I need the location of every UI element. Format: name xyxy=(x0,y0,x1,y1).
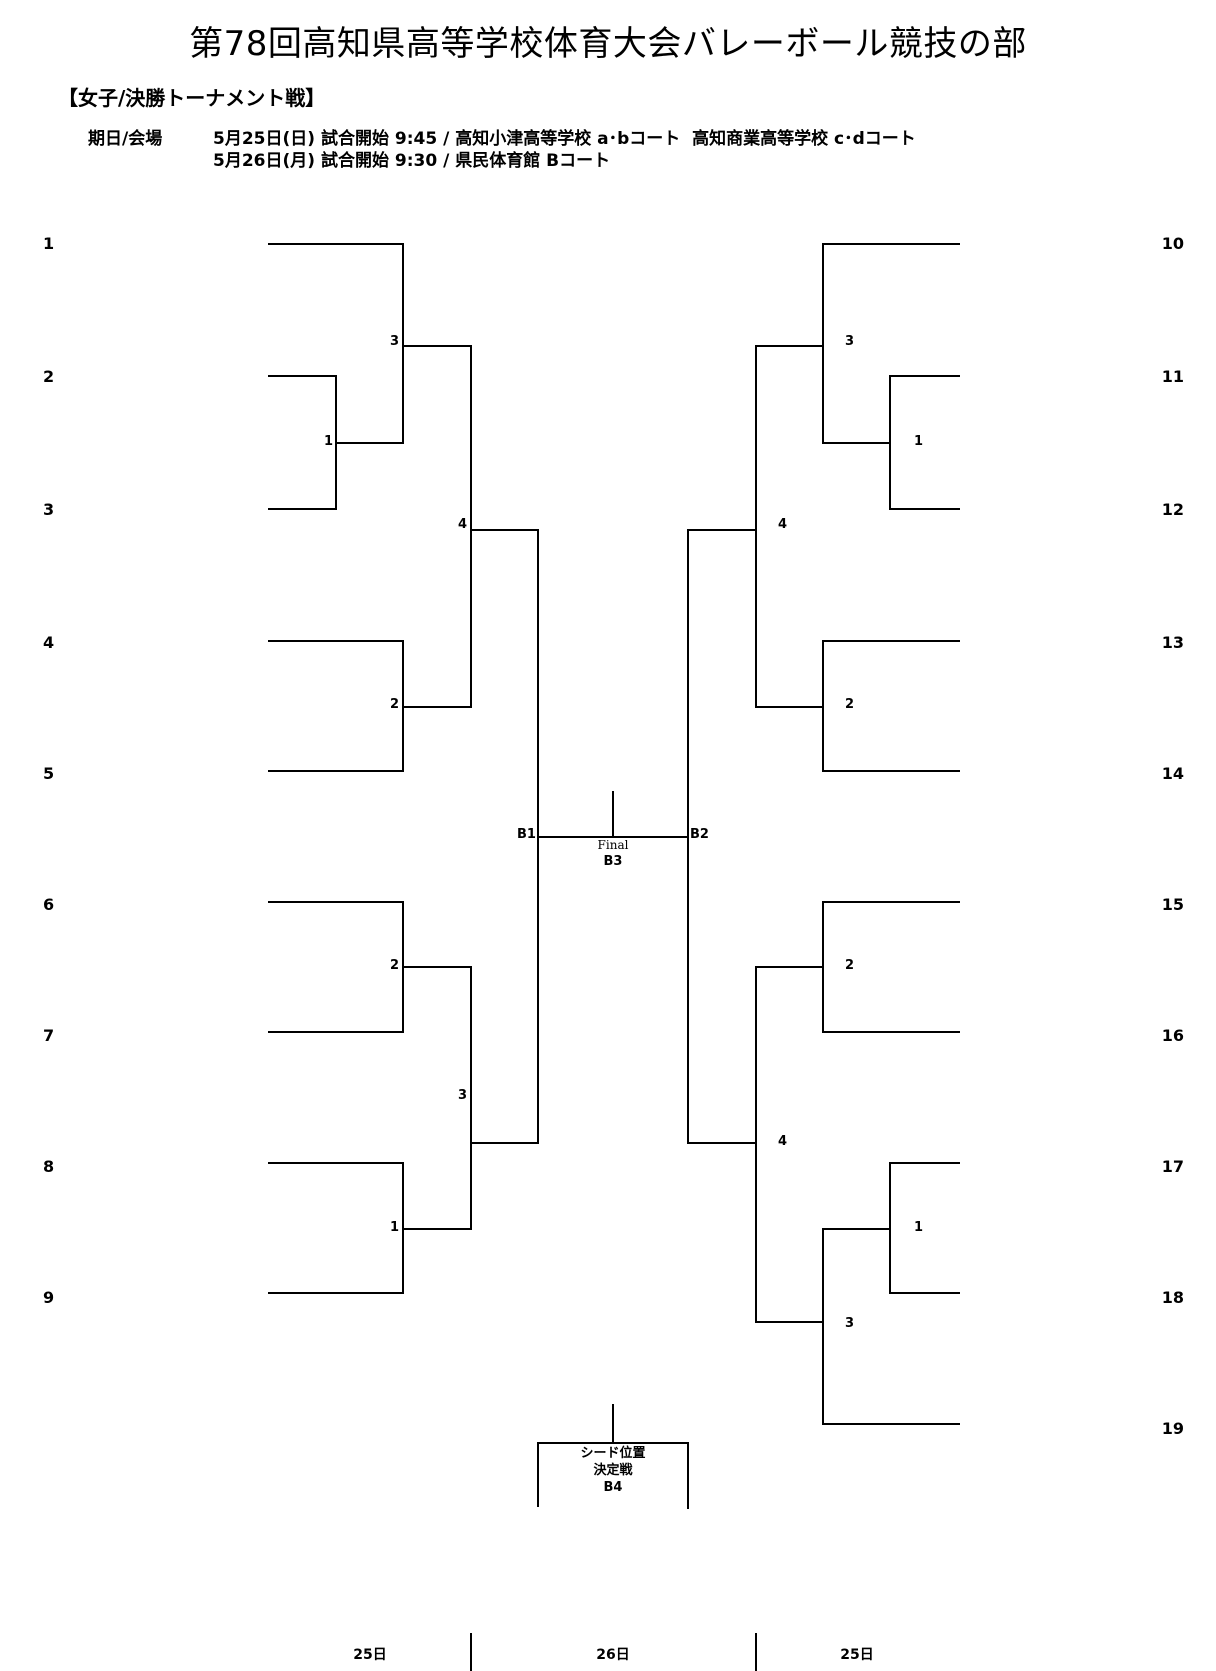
seed-number: 4 xyxy=(43,633,55,652)
bracket-line xyxy=(471,837,539,1144)
schedule-label: 期日/会場 xyxy=(88,129,163,149)
seed-number: 19 xyxy=(1161,1419,1184,1438)
bracket-line xyxy=(822,243,960,444)
seed-number: 16 xyxy=(1161,1026,1184,1045)
final-code: B3 xyxy=(603,854,623,869)
seed-number: 17 xyxy=(1161,1157,1184,1176)
bracket-line xyxy=(889,1162,960,1294)
bracket-line xyxy=(471,529,539,837)
match-label-b2: B2 xyxy=(690,827,709,842)
bracket-line xyxy=(268,1162,404,1294)
seed-number: 18 xyxy=(1161,1288,1184,1307)
match-label: 4 xyxy=(778,1134,788,1149)
seed-number: 12 xyxy=(1161,500,1184,519)
match-label: 1 xyxy=(914,434,924,449)
match-label: 1 xyxy=(390,1220,400,1235)
match-label: 2 xyxy=(390,697,400,712)
bracket-line xyxy=(889,375,960,510)
bracket-line xyxy=(403,966,472,1230)
seed-number: 10 xyxy=(1161,234,1184,253)
seed-number: 3 xyxy=(43,500,55,519)
bracket-line xyxy=(822,1228,960,1425)
seed-number: 1 xyxy=(43,234,55,253)
seed-number: 13 xyxy=(1161,633,1184,652)
day-label-left: 25日 xyxy=(353,1647,387,1663)
match-label: 3 xyxy=(390,334,400,349)
seed-number: 11 xyxy=(1161,367,1184,386)
match-label: 3 xyxy=(845,334,855,349)
bracket-line xyxy=(755,345,823,708)
match-label: 4 xyxy=(458,517,468,532)
match-label: 2 xyxy=(845,697,855,712)
match-label: 1 xyxy=(914,1220,924,1235)
seed-number: 8 xyxy=(43,1157,55,1176)
section-subtitle: 【女子/決勝トーナメント戦】 xyxy=(58,86,326,110)
bracket-line xyxy=(755,966,823,1323)
match-label: 3 xyxy=(458,1088,468,1103)
bracket-line xyxy=(403,345,472,708)
seed-number: 7 xyxy=(43,1026,55,1045)
match-label: 2 xyxy=(390,958,400,973)
seed-number: 14 xyxy=(1161,764,1184,783)
bracket-line xyxy=(268,901,404,1033)
seed-number: 15 xyxy=(1161,895,1184,914)
seed-number: 5 xyxy=(43,764,55,783)
bracket-line xyxy=(822,901,960,1033)
day-label-right: 25日 xyxy=(840,1647,874,1663)
bracket-line xyxy=(268,243,404,444)
seed-decider-line-1: シード位置 xyxy=(580,1446,646,1461)
schedule-line-1: 5月25日(日) 試合開始 9:45 / 高知小津高等学校 a･bコート 高知商… xyxy=(213,129,916,149)
match-label: 2 xyxy=(845,958,855,973)
seed-number: 9 xyxy=(43,1288,55,1307)
seed-number: 6 xyxy=(43,895,55,914)
seed-number: 2 xyxy=(43,367,55,386)
match-label: 4 xyxy=(778,517,788,532)
match-label-b1: B1 xyxy=(517,827,536,842)
bracket-line xyxy=(268,640,404,772)
page-title: 第78回高知県高等学校体育大会バレーボール競技の部 xyxy=(189,24,1027,64)
bracket-line xyxy=(268,375,337,510)
day-label-center: 26日 xyxy=(596,1647,630,1663)
match-label: 3 xyxy=(845,1316,855,1331)
match-label: 1 xyxy=(324,434,334,449)
final-label: Final xyxy=(597,838,629,852)
seed-decider-code: B4 xyxy=(603,1480,623,1495)
schedule-line-2: 5月26日(月) 試合開始 9:30 / 県民体育館 Bコート xyxy=(213,151,611,171)
seed-decider-line-2: 決定戦 xyxy=(593,1463,633,1478)
bracket-line xyxy=(687,837,756,1144)
bracket-line xyxy=(822,640,960,772)
bracket-line xyxy=(687,529,756,837)
